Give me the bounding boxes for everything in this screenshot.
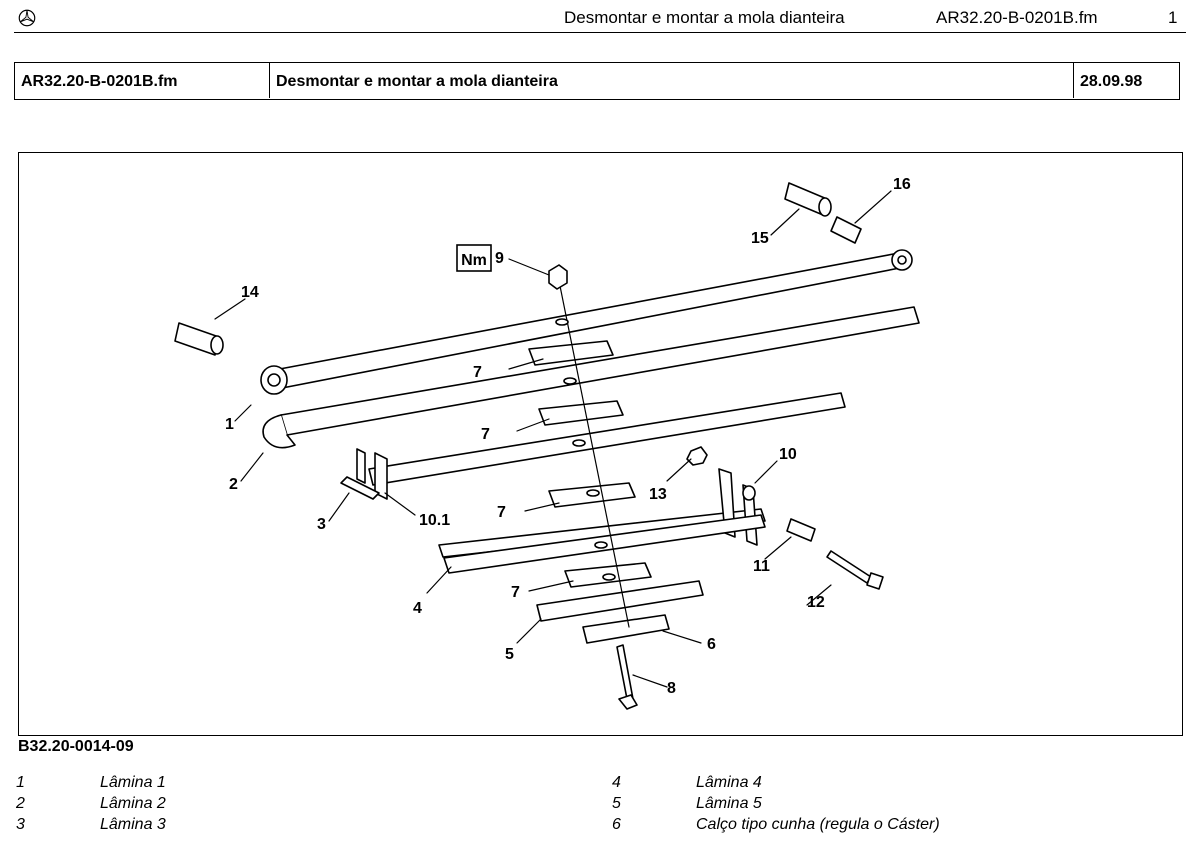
- nut-9: [548, 264, 568, 290]
- legend-item: 3 Lâmina 3: [16, 814, 516, 835]
- legend-number: 5: [612, 795, 621, 812]
- callout-16: 16: [893, 176, 911, 193]
- info-date: 28.09.98: [1080, 73, 1143, 90]
- callout-7: 7: [497, 504, 506, 521]
- bracket-left: [340, 448, 388, 500]
- leaf-3: [368, 392, 846, 486]
- callout-15: 15: [751, 230, 769, 247]
- wedge-shim: [582, 614, 670, 644]
- legend-number: 6: [612, 816, 621, 833]
- info-title: Desmontar e montar a mola dianteira: [270, 63, 1074, 98]
- callout-2: 2: [229, 476, 238, 493]
- legend-right: 4 Lâmina 4 5 Lâmina 5 6 Calço tipo cunha (r…: [612, 772, 1172, 835]
- callout-10.1: 10.1: [419, 512, 450, 529]
- bolt-12: [826, 550, 884, 590]
- callout-7: 7: [511, 584, 520, 601]
- legend-text: Calço tipo cunha (regula o Cáster): [696, 816, 940, 833]
- center-bolt-axis: [558, 280, 630, 628]
- callout-13: 13: [649, 486, 667, 503]
- rubber-bushing-15: [784, 182, 832, 217]
- nut-13: [686, 446, 708, 466]
- header-title: Desmontar e montar a mola dianteira: [564, 8, 845, 27]
- info-doc-id: AR32.20-B-0201B.fm: [15, 63, 270, 98]
- legend-item: 5 Lâmina 5: [612, 793, 1172, 814]
- legend-item: 6 Calço tipo cunha (regula o Cáster): [612, 814, 1172, 835]
- page-header: Desmontar e montar a mola dianteira AR32…: [0, 0, 1200, 34]
- torque-badge-label: Nm: [461, 252, 487, 269]
- sleeve-11: [786, 518, 816, 542]
- callout-1: 1: [225, 416, 234, 433]
- legend-number: 4: [612, 774, 621, 791]
- callout-7: 7: [473, 364, 482, 381]
- info-table: AR32.20-B-0201B.fm Desmontar e montar a …: [14, 62, 1180, 100]
- leader-lines: [214, 190, 892, 688]
- legend-number: 1: [16, 774, 25, 791]
- header-file-name: AR32.20-B-0201B.fm: [936, 8, 1098, 27]
- callout-14: 14: [241, 284, 259, 301]
- legend-text: Lâmina 1: [100, 774, 166, 791]
- legend-number: 3: [16, 816, 25, 833]
- header-divider: [14, 32, 1186, 33]
- sleeve-16: [830, 216, 862, 244]
- rubber-bushing-14: [174, 322, 224, 356]
- callout-7: 7: [481, 426, 490, 443]
- legend-item: 1 Lâmina 1: [16, 772, 516, 793]
- callout-6: 6: [707, 636, 716, 653]
- callout-8: 8: [667, 680, 676, 697]
- legend-text: Lâmina 3: [100, 816, 166, 833]
- callout-4: 4: [413, 600, 422, 617]
- legend-text: Lâmina 2: [100, 795, 166, 812]
- callout-3: 3: [317, 516, 326, 533]
- page-number: 1: [1168, 8, 1178, 27]
- bolt-8: [616, 644, 638, 710]
- leaf-1: [260, 249, 913, 395]
- mercedes-star-icon: [18, 9, 36, 27]
- leaf-2: [262, 306, 920, 449]
- legend-left: 1 Lâmina 1 2 Lâmina 2 3 Lâmina 3: [16, 772, 516, 835]
- legend-item: 2 Lâmina 2: [16, 793, 516, 814]
- callout-11: 11: [753, 558, 770, 575]
- leaf-5: [536, 580, 704, 622]
- legend-text: Lâmina 5: [696, 795, 762, 812]
- figure-code: B32.20-0014-09: [18, 738, 134, 755]
- legend-text: Lâmina 4: [696, 774, 762, 791]
- callout-10: 10: [779, 446, 797, 463]
- callout-5: 5: [505, 646, 514, 663]
- callout-9: 9: [495, 250, 504, 267]
- callout-12: 12: [807, 594, 825, 611]
- legend-number: 2: [16, 795, 25, 812]
- legend-item: 4 Lâmina 4: [612, 772, 1172, 793]
- torque-badge: Nm: [456, 244, 492, 272]
